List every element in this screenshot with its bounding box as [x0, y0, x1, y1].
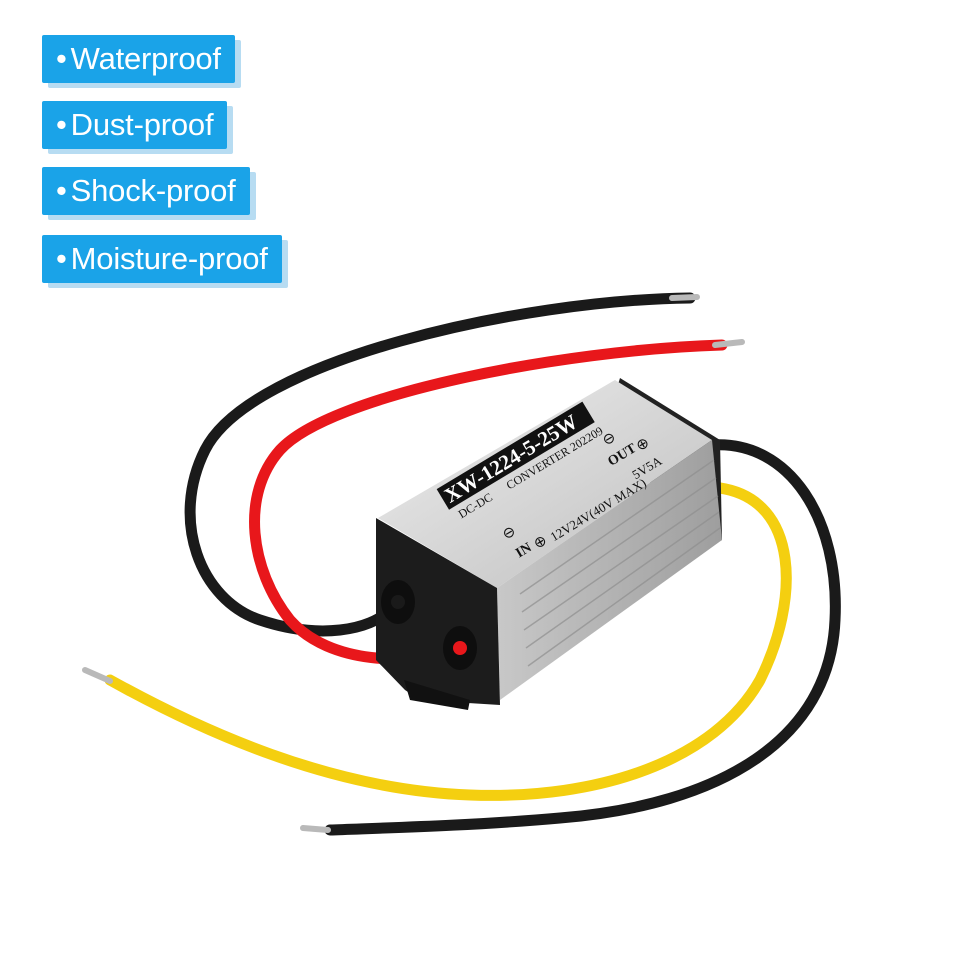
- feature-label: Moisture-proof: [70, 241, 268, 276]
- yellow-output-wire: [104, 482, 792, 801]
- feature-label: Waterproof: [70, 41, 221, 76]
- black-input-wire-tip: [669, 294, 700, 301]
- bullet: •: [56, 107, 67, 142]
- mounting-tab: [404, 680, 470, 710]
- feature-badge-waterproof: •Waterproof: [42, 35, 235, 83]
- feature-badge-shock-proof: •Shock-proof: [42, 167, 250, 215]
- yellow-output-wire-tip: [82, 667, 113, 684]
- black-output-wire: [324, 439, 841, 836]
- black-output-wire-tip: [300, 825, 331, 833]
- feature-badge-dust-proof: •Dust-proof: [42, 101, 228, 149]
- red-input-wire-tip: [712, 339, 745, 348]
- model-banner: [436, 401, 595, 510]
- input-label: IN: [513, 540, 534, 561]
- feature-badge-moisture-proof: •Moisture-proof: [42, 235, 282, 283]
- bullet: •: [56, 241, 67, 276]
- housing-top: [378, 380, 712, 588]
- feature-label: Shock-proof: [70, 173, 236, 208]
- bullet: •: [56, 173, 67, 208]
- feature-label: Dust-proof: [70, 107, 214, 142]
- housing-ribs: [519, 459, 721, 667]
- red-input-wire: [249, 339, 728, 665]
- bullet: •: [56, 41, 67, 76]
- housing-side: [497, 440, 722, 700]
